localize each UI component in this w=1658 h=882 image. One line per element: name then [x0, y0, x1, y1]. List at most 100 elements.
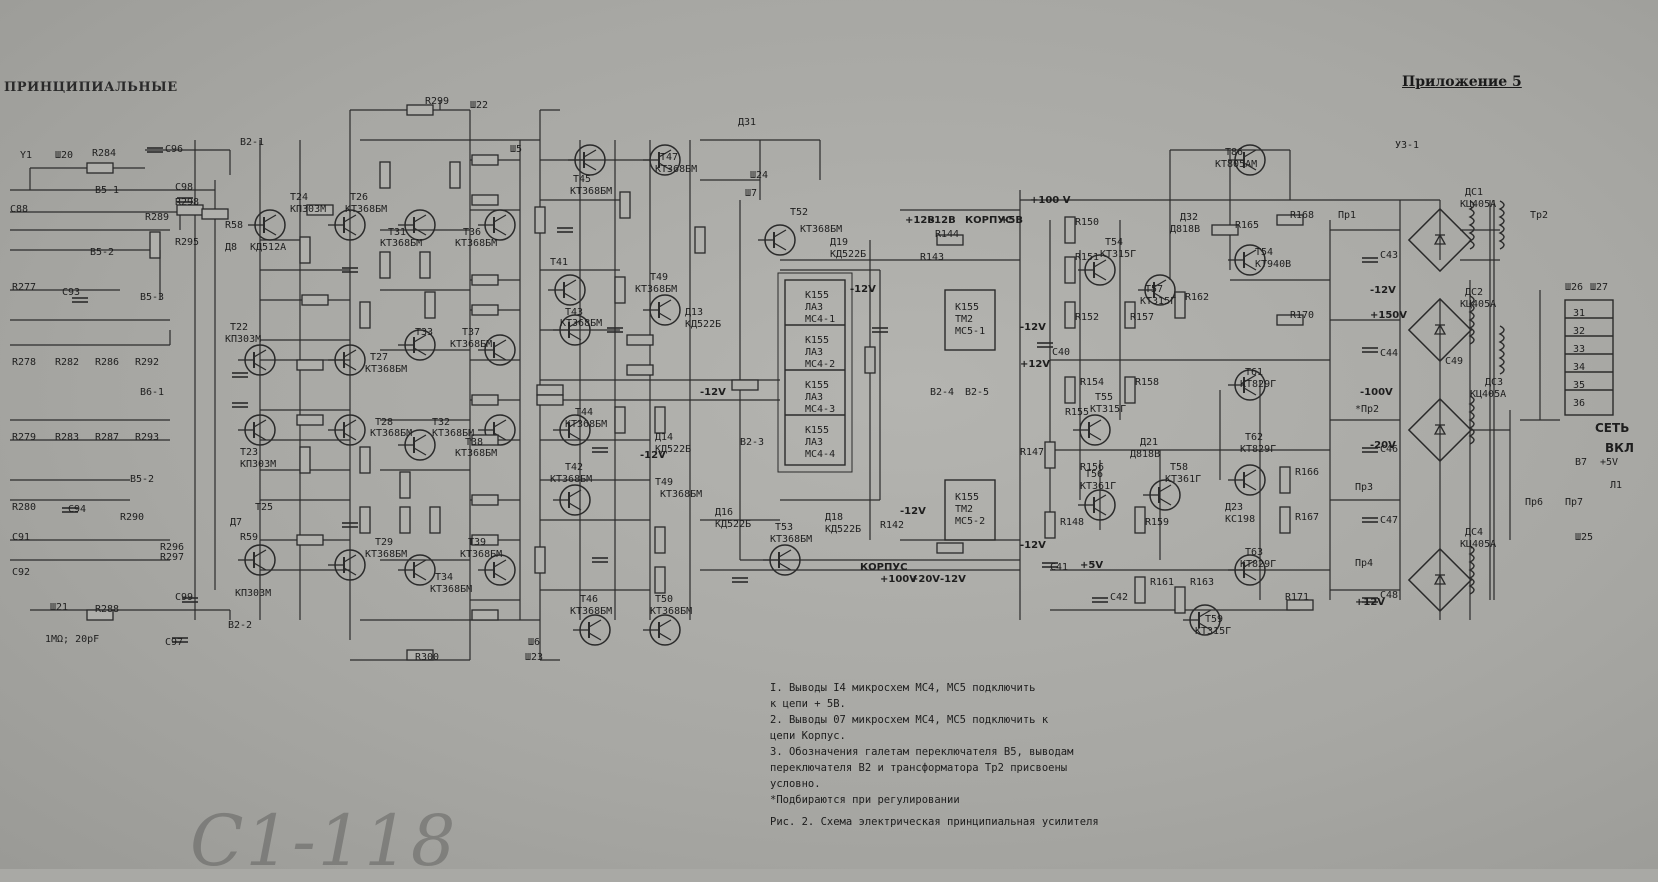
svg-text:R155: R155	[1065, 407, 1089, 418]
svg-text:ТМ2: ТМ2	[955, 504, 973, 515]
svg-text:КТ368БМ: КТ368БМ	[560, 318, 602, 329]
svg-text:КОРПУС: КОРПУС	[860, 562, 907, 573]
svg-text:-12V: -12V	[1020, 540, 1046, 551]
svg-text:КТ368БМ: КТ368БМ	[455, 448, 497, 459]
svg-text:Ш5: Ш5	[510, 144, 522, 155]
svg-text:T42: T42	[565, 462, 583, 473]
svg-text:-12V: -12V	[900, 506, 926, 517]
svg-text:B5-2: B5-2	[130, 474, 154, 485]
svg-text:Ш6: Ш6	[528, 637, 540, 648]
svg-text:R144: R144	[935, 229, 959, 240]
svg-text:T62: T62	[1245, 432, 1263, 443]
note-line: I. Выводы I4 микросхем МС4, МС5 подключи…	[770, 682, 1036, 694]
svg-text:T54: T54	[1105, 237, 1123, 248]
svg-text:-100V: -100V	[1360, 387, 1393, 398]
svg-text:Д14: Д14	[655, 432, 673, 443]
svg-text:КЦ405А: КЦ405А	[1460, 199, 1496, 210]
svg-text:Ш7: Ш7	[745, 188, 757, 199]
svg-text:R161: R161	[1150, 577, 1174, 588]
svg-text:КТ368БМ: КТ368БМ	[380, 238, 422, 249]
svg-text:B5-1: B5-1	[95, 185, 119, 196]
svg-text:R157: R157	[1130, 312, 1154, 323]
svg-text:Д16: Д16	[715, 507, 733, 518]
svg-text:Ш25: Ш25	[1575, 532, 1593, 543]
svg-text:КТ368БМ: КТ368БМ	[570, 606, 612, 617]
svg-text:R293: R293	[135, 432, 159, 443]
svg-text:R288: R288	[95, 604, 119, 615]
svg-text:R300: R300	[415, 652, 439, 663]
svg-text:КТ368БМ: КТ368БМ	[432, 428, 474, 439]
svg-text:КТ368БМ: КТ368БМ	[800, 224, 842, 235]
svg-text:T54: T54	[1255, 247, 1273, 258]
svg-text:T86: T86	[1225, 147, 1243, 158]
svg-text:T43: T43	[565, 307, 583, 318]
svg-text:+5V: +5V	[1080, 560, 1103, 571]
svg-text:R147: R147	[1020, 447, 1044, 458]
svg-text:Ш23: Ш23	[525, 652, 543, 663]
svg-text:К155: К155	[805, 425, 829, 436]
svg-text:+5В: +5В	[1000, 215, 1023, 226]
appendix-label: Приложение 5	[1402, 74, 1522, 90]
note-line: 3. Обозначения галетам переключателя В5,…	[770, 746, 1074, 758]
svg-text:R286: R286	[95, 357, 119, 368]
svg-text:T55: T55	[1095, 392, 1113, 403]
schematic-notes: I. Выводы I4 микросхем МС4, МС5 подключи…	[770, 680, 1110, 830]
svg-text:R142: R142	[880, 520, 904, 531]
svg-text:R159: R159	[1145, 517, 1169, 528]
svg-text:К155: К155	[805, 335, 829, 346]
svg-text:КТ368БМ: КТ368БМ	[770, 534, 812, 545]
svg-text:T53: T53	[775, 522, 793, 533]
handwritten-mark: С1-118	[190, 800, 458, 882]
svg-text:T26: T26	[350, 192, 368, 203]
svg-text:C94: C94	[68, 504, 86, 515]
page-title-fragment: ПРИНЦИПИАЛЬНЫЕ	[4, 80, 178, 95]
svg-text:R143: R143	[920, 252, 944, 263]
svg-text:-12V: -12V	[700, 387, 726, 398]
svg-text:B2-2: B2-2	[228, 620, 252, 631]
svg-text:-12В: -12В	[930, 215, 956, 226]
svg-text:R296: R296	[160, 542, 184, 553]
svg-text:КТ368БМ: КТ368БМ	[655, 164, 697, 175]
svg-text:ДС2: ДС2	[1465, 287, 1483, 298]
svg-text:МС4-4: МС4-4	[805, 449, 835, 460]
svg-text:C91: C91	[12, 532, 30, 543]
svg-text:R292: R292	[135, 357, 159, 368]
svg-text:+5V: +5V	[1600, 457, 1618, 468]
svg-text:R148: R148	[1060, 517, 1084, 528]
svg-text:Д818В: Д818В	[1130, 449, 1160, 460]
svg-text:МС5-2: МС5-2	[955, 516, 985, 527]
svg-text:КТ315Г: КТ315Г	[1100, 249, 1136, 260]
svg-text:C43: C43	[1380, 250, 1398, 261]
svg-text:КТ368БМ: КТ368БМ	[370, 428, 412, 439]
svg-text:C93: C93	[62, 287, 80, 298]
svg-text:T36: T36	[463, 227, 481, 238]
svg-text:R284: R284	[92, 148, 116, 159]
svg-text:R58: R58	[225, 220, 243, 231]
svg-text:T25: T25	[255, 502, 273, 513]
svg-text:КТ368БМ: КТ368БМ	[550, 474, 592, 485]
svg-text:Ш20: Ш20	[55, 150, 73, 161]
svg-text:Пр6: Пр6	[1525, 497, 1543, 508]
svg-text:R154: R154	[1080, 377, 1104, 388]
svg-text:+100V: +100V	[880, 574, 917, 585]
svg-text:КТ368БМ: КТ368БМ	[565, 419, 607, 430]
svg-text:T29: T29	[375, 537, 393, 548]
svg-text:КТ368БМ: КТ368БМ	[430, 584, 472, 595]
svg-text:-12V: -12V	[940, 574, 966, 585]
svg-text:B2-1: B2-1	[240, 137, 264, 148]
svg-text:T44: T44	[575, 407, 593, 418]
svg-text:R279: R279	[12, 432, 36, 443]
svg-text:+20V: +20V	[910, 574, 940, 585]
svg-text:T45: T45	[573, 174, 591, 185]
svg-text:R297: R297	[160, 552, 184, 563]
svg-text:T37: T37	[462, 327, 480, 338]
svg-text:Ш24: Ш24	[750, 170, 768, 181]
svg-text:-12V: -12V	[1020, 322, 1046, 333]
svg-text:КТ368БМ: КТ368БМ	[450, 339, 492, 350]
svg-text:СЕТЬ: СЕТЬ	[1595, 421, 1629, 435]
svg-text:R170: R170	[1290, 310, 1314, 321]
svg-text:B7: B7	[1575, 457, 1587, 468]
svg-text:R280: R280	[12, 502, 36, 513]
